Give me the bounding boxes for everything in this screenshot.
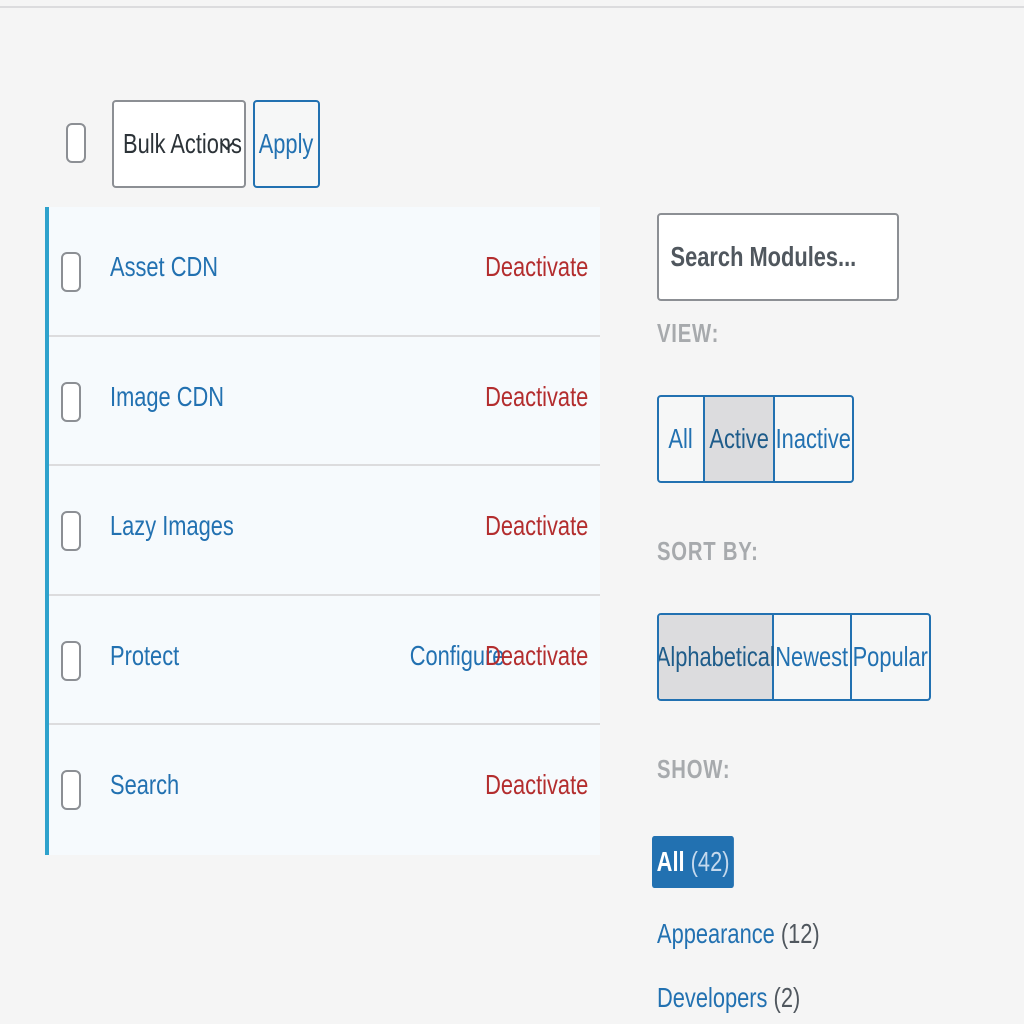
module-checkbox[interactable]: [61, 640, 81, 681]
deactivate-link[interactable]: Deactivate: [484, 639, 588, 671]
module-checkbox[interactable]: [61, 511, 81, 552]
sort-filter-group: Alphabetical Newest Popular: [657, 613, 931, 701]
view-option-all[interactable]: All: [668, 423, 694, 454]
search-modules-input[interactable]: [669, 240, 880, 274]
bulk-actions-select[interactable]: Bulk Actions: [112, 100, 246, 188]
module-row-protect: Protect Configure Deactivate: [49, 596, 600, 726]
module-row-lazy-images: Lazy Images Deactivate: [49, 466, 600, 596]
deactivate-link[interactable]: Deactivate: [484, 510, 588, 542]
deactivate-link[interactable]: Deactivate: [484, 380, 588, 412]
apply-button[interactable]: Apply: [253, 100, 320, 188]
module-row-image-cdn: Image CDN Deactivate: [49, 337, 600, 467]
view-filter-group: All Active Inactive: [657, 395, 854, 483]
module-name-link[interactable]: Search: [110, 769, 180, 801]
module-name-link[interactable]: Image CDN: [110, 380, 225, 412]
select-all-checkbox[interactable]: [66, 123, 86, 163]
module-name-link[interactable]: Asset CDN: [110, 251, 219, 282]
show-item-developers[interactable]: Developers (2): [657, 982, 801, 1013]
sort-option-alphabetical[interactable]: Alphabetical: [659, 615, 775, 699]
sort-option-popular[interactable]: Popular: [850, 615, 929, 699]
module-checkbox[interactable]: [61, 770, 81, 811]
show-item-appearance[interactable]: Appearance (12): [657, 918, 820, 949]
module-name-link[interactable]: Lazy Images: [110, 510, 234, 542]
deactivate-link[interactable]: Deactivate: [484, 251, 588, 282]
sort-option-newest[interactable]: Newest: [772, 615, 850, 699]
module-list: Asset CDN Deactivate Image CDN Deactivat…: [45, 207, 600, 855]
module-row-search: Search Deactivate: [49, 725, 600, 855]
search-modules-box: [657, 213, 899, 301]
configure-link[interactable]: Configure: [409, 639, 504, 671]
module-name-link[interactable]: Protect: [110, 639, 180, 671]
show-label: SHOW:: [657, 754, 731, 784]
view-option-inactive[interactable]: Inactive: [773, 397, 852, 481]
bulk-actions-label: Bulk Actions: [123, 128, 242, 159]
view-label: VIEW:: [657, 318, 720, 348]
view-option-active[interactable]: Active: [703, 397, 773, 481]
module-checkbox[interactable]: [61, 252, 81, 292]
module-checkbox[interactable]: [61, 381, 81, 422]
deactivate-link[interactable]: Deactivate: [484, 769, 588, 801]
module-row-asset-cdn: Asset CDN Deactivate: [49, 207, 600, 337]
sort-label: SORT BY:: [657, 536, 759, 566]
top-divider: [0, 6, 1024, 8]
show-item-all[interactable]: All (42): [652, 836, 735, 888]
